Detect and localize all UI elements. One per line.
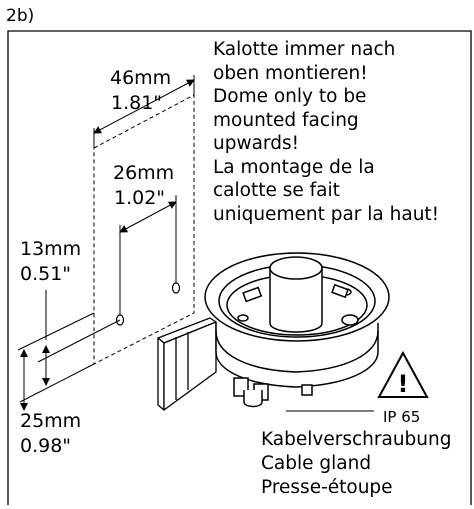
mounting-note-line: upwards! bbox=[213, 133, 300, 154]
dim-25-ext-top bbox=[17, 312, 95, 351]
dim-13-ext-top bbox=[37, 319, 121, 363]
dim-46-in: 1.81" bbox=[111, 92, 163, 114]
warning-exclamation: ! bbox=[398, 370, 409, 398]
mounting-note-line: oben montieren! bbox=[213, 62, 368, 84]
dim-26-in: 1.02" bbox=[114, 187, 166, 209]
dim-25-mm: 25mm bbox=[20, 410, 82, 432]
mounting-note-line: Dome only to be bbox=[213, 86, 367, 107]
dim-26-mm: 26mm bbox=[113, 162, 175, 184]
mounting-note-line: calotte se fait bbox=[213, 180, 340, 201]
wall-bracket bbox=[157, 317, 217, 411]
dim-13-in: 0.51" bbox=[20, 263, 72, 285]
cable-gland-line: Kabelverschraubung bbox=[261, 429, 452, 450]
mounting-hole-right bbox=[171, 282, 181, 294]
warning-triangle bbox=[377, 350, 429, 398]
cable-gland-line: Presse-étoupe bbox=[261, 477, 393, 498]
mounting-note-line: uniquement par la haut! bbox=[213, 203, 440, 225]
mounting-plate-outline bbox=[93, 94, 195, 365]
ip-rating: IP 65 bbox=[383, 408, 421, 426]
dim-46-mm: 46mm bbox=[110, 67, 172, 89]
dim-26-line bbox=[119, 201, 177, 233]
dim-13-ext-bottom bbox=[19, 363, 95, 403]
dome-housing bbox=[204, 252, 390, 408]
cable-gland-line: Cable gland bbox=[261, 453, 372, 474]
figure-label: 2b) bbox=[6, 6, 35, 26]
mounting-note-line: La montage de la bbox=[213, 156, 375, 178]
dim-13-mm: 13mm bbox=[20, 238, 82, 260]
dim-46-line bbox=[93, 79, 195, 134]
mounting-note-line: Kalotte immer nach bbox=[213, 39, 396, 60]
frame-border bbox=[7, 30, 472, 505]
mounting-note-line: mounted facing bbox=[213, 109, 359, 131]
dim-25-in: 0.98" bbox=[20, 435, 72, 457]
